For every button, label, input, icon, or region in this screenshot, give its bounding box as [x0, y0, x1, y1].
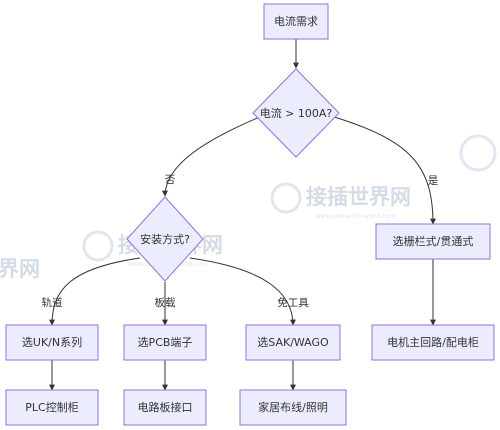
edge-label-tool-free: 免工具	[277, 296, 309, 309]
edge-label-rail: 轨道	[42, 296, 63, 309]
edge-mount-to-uk	[49, 257, 141, 326]
node-circuit-board: 电路板接口	[123, 389, 207, 426]
node-plc: PLC控制柜	[5, 389, 99, 426]
edge-labels: 否 是 轨道 板载 免工具	[42, 174, 439, 309]
node-demand-label: 电流需求	[274, 14, 318, 28]
node-decision-current-label: 电流 > 100A?	[260, 106, 333, 120]
node-sak-wago-label: 选SAK/WAGO	[257, 336, 329, 349]
node-decision-current: 电流 > 100A?	[252, 68, 340, 158]
watermark-brand-center: 接插世界网	[306, 185, 411, 209]
edge-label-no: 否	[165, 174, 176, 186]
node-motor: 电机主回路/配电柜	[371, 324, 495, 361]
edge-label-yes: 是	[428, 175, 439, 187]
edge-current-to-mount	[162, 115, 263, 197]
node-barrier: 选栅栏式/贯通式	[375, 223, 491, 260]
watermark-logo-center: 接插世界网 www.connector-world.com	[270, 182, 411, 220]
node-pcb-terminal-label: 选PCB端子	[138, 336, 193, 349]
node-motor-label: 电机主回路/配电柜	[387, 335, 479, 349]
edge-label-board: 板载	[155, 296, 176, 309]
node-plc-label: PLC控制柜	[25, 400, 78, 414]
node-pcb-terminal: 选PCB端子	[123, 324, 207, 361]
node-barrier-label: 选栅栏式/贯通式	[393, 234, 474, 248]
node-uk-series: 选UK/N系列	[5, 324, 99, 361]
node-home-wiring: 家居布线/照明	[239, 389, 347, 426]
node-uk-series-label: 选UK/N系列	[22, 335, 82, 349]
node-sak-wago: 选SAK/WAGO	[245, 324, 341, 361]
node-circuit-board-label: 电路板接口	[138, 400, 193, 414]
node-decision-mount-label: 安装方式?	[140, 232, 190, 246]
edges	[49, 39, 436, 391]
node-demand: 电流需求	[263, 3, 329, 40]
watermark-brand-partial: 界网	[0, 257, 40, 281]
node-decision-mount: 安装方式?	[126, 196, 204, 282]
watermark-url-center: www.connector-world.com	[316, 213, 395, 220]
edge-current-to-barrier	[330, 115, 436, 225]
node-home-wiring-label: 家居布线/照明	[258, 400, 328, 414]
watermark-logo-far-left: 界网	[0, 257, 40, 281]
edge-mount-to-sak	[189, 257, 296, 326]
watermark-logo-right	[459, 134, 497, 172]
